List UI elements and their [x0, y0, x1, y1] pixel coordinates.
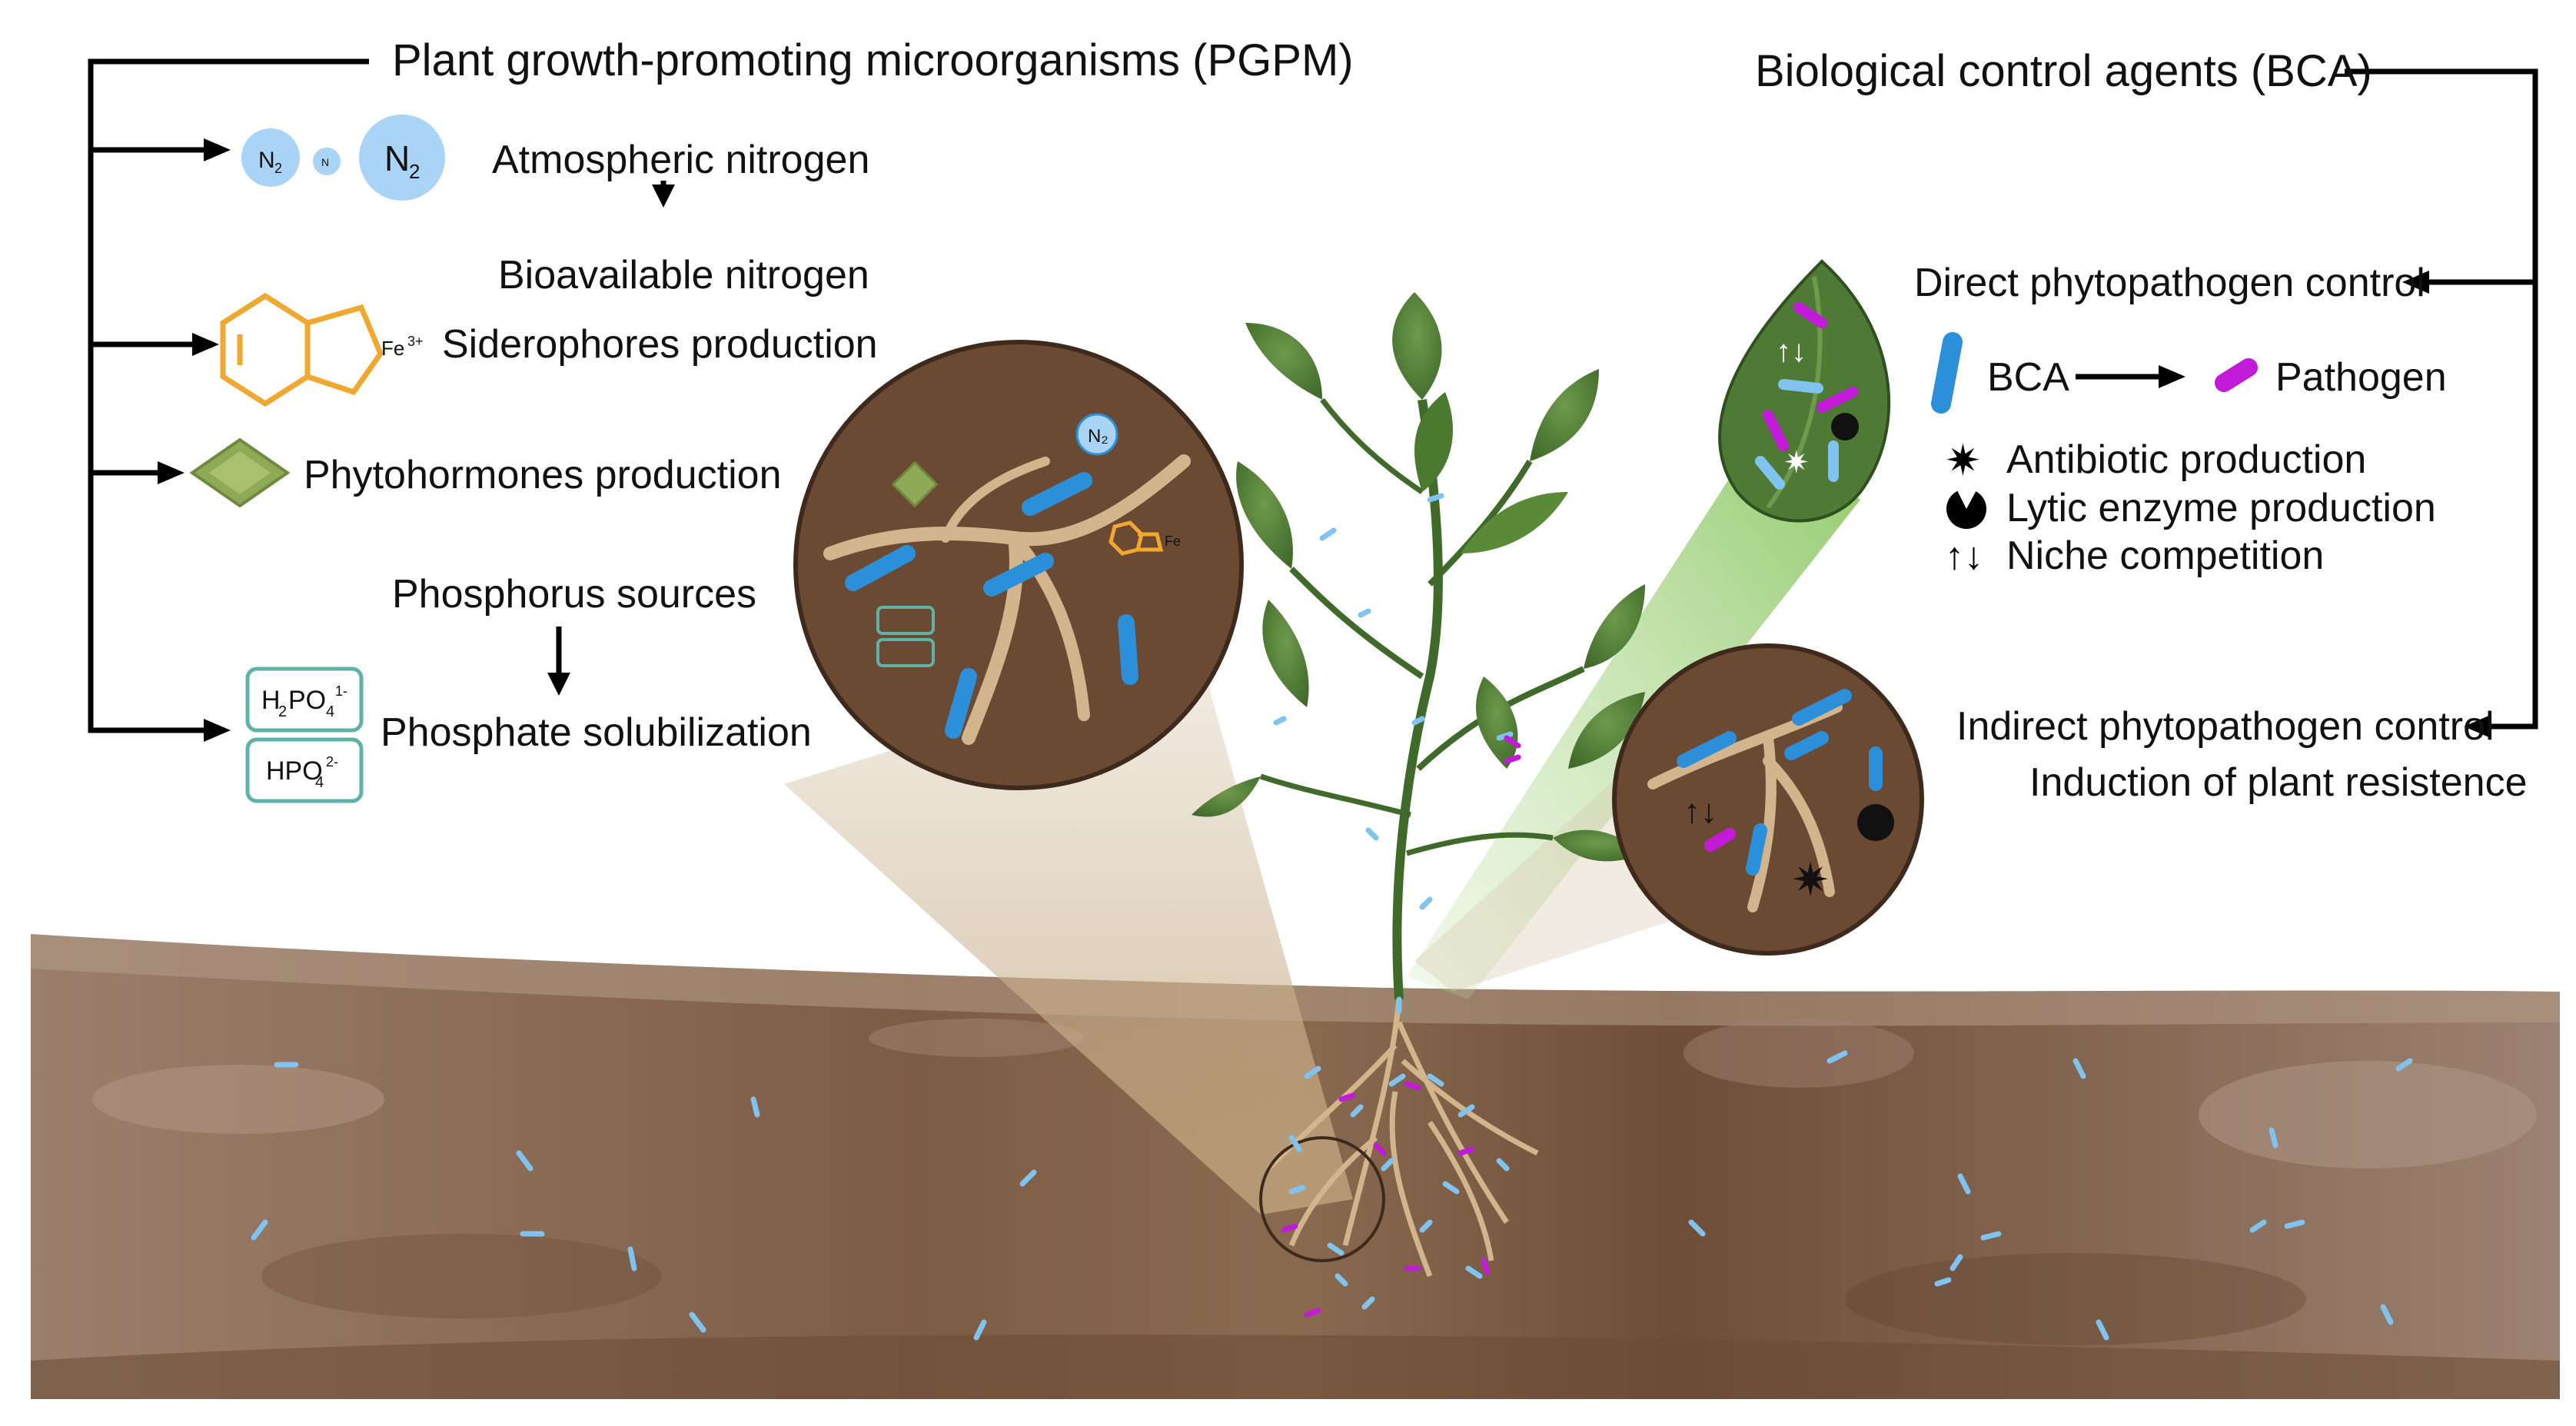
pathogen-legend-icon: [2215, 358, 2258, 392]
root-zoom-origin: [1259, 1136, 1385, 1262]
root-zoom-circle: N₂ Fe: [793, 340, 1244, 790]
antibiotic-icon: ✷: [1945, 436, 1981, 484]
induction-label: Induction of plant resistence: [2029, 760, 2528, 805]
bca-arrowheads: [2159, 271, 2491, 738]
plant: [1192, 292, 1645, 1278]
svg-text:1-: 1-: [335, 683, 347, 699]
bca-label: BCA: [1987, 355, 2069, 400]
direct-control-label: Direct phytopathogen control: [1914, 261, 2425, 305]
phytohormone-icon: [189, 437, 291, 508]
bca-legend-icon: [1931, 332, 1963, 414]
niche-competition-icon: ↑↓: [1945, 534, 1983, 577]
lytic-label: Lytic enzyme production: [2006, 486, 2436, 530]
svg-text:↑↓: ↑↓: [1776, 334, 1807, 368]
lytic-enzyme-icon: [1946, 489, 1986, 529]
svg-text:PO: PO: [288, 686, 326, 715]
fe-label: Fe: [381, 337, 404, 360]
svg-text:N: N: [321, 156, 329, 168]
pgpm-bracket: [88, 58, 369, 733]
pgpm-title: Plant growth-promoting microorganisms (P…: [392, 35, 1354, 85]
svg-text:2: 2: [274, 161, 282, 176]
bca-title: Biological control agents (BCA): [1755, 46, 2372, 96]
root-zoom-beam: [784, 653, 1353, 1215]
svg-text:H: H: [261, 686, 281, 715]
svg-text:2: 2: [278, 703, 287, 720]
phosphorus-sources-label: Phosphorus sources: [392, 572, 756, 617]
svg-text:✷: ✷: [1783, 446, 1810, 480]
scattered-microbes: [251, 493, 2413, 1341]
svg-text:Fe: Fe: [1165, 534, 1181, 549]
pgpm-arrowheads: [158, 138, 675, 742]
siderophores-label: Siderophores production: [442, 322, 878, 367]
svg-text:N: N: [384, 138, 410, 178]
svg-text:N: N: [258, 148, 275, 173]
bca-bracket: [2345, 68, 2538, 730]
niche-label: Niche competition: [2006, 534, 2324, 578]
svg-text:4: 4: [315, 774, 324, 791]
atmospheric-nitrogen-label: Atmospheric nitrogen: [492, 138, 869, 182]
svg-text:✷: ✷: [1791, 854, 1830, 906]
phosphate-solubilization-label: Phosphate solubilization: [381, 710, 812, 755]
svg-text:N₂: N₂: [1088, 426, 1109, 447]
svg-text:↑↓: ↑↓: [1684, 793, 1717, 830]
siderophore-icon: [220, 292, 384, 407]
svg-text:2-: 2-: [326, 754, 338, 770]
phosphate-ion-icon: H 2 PO 4 1- HPO 4 2-: [245, 666, 364, 803]
pathogen-label: Pathogen: [2275, 355, 2447, 400]
svg-text:4: 4: [326, 703, 334, 720]
bioavailable-nitrogen-label: Bioavailable nitrogen: [498, 253, 869, 297]
antibiotic-label: Antibiotic production: [2006, 437, 2366, 482]
fe-sup: 3+: [407, 334, 424, 349]
indirect-control-label: Indirect phytopathogen control: [1956, 704, 2495, 749]
svg-text:HPO: HPO: [266, 756, 323, 786]
svg-text:2: 2: [409, 160, 420, 183]
n2-icon: N 2 N N 2: [241, 115, 445, 201]
stem-zoom-circle: ↑↓ ✷: [1612, 643, 1924, 956]
leaf-zoom: ↑↓ ✷: [1718, 259, 1891, 523]
phytohormones-label: Phytohormones production: [304, 453, 782, 497]
